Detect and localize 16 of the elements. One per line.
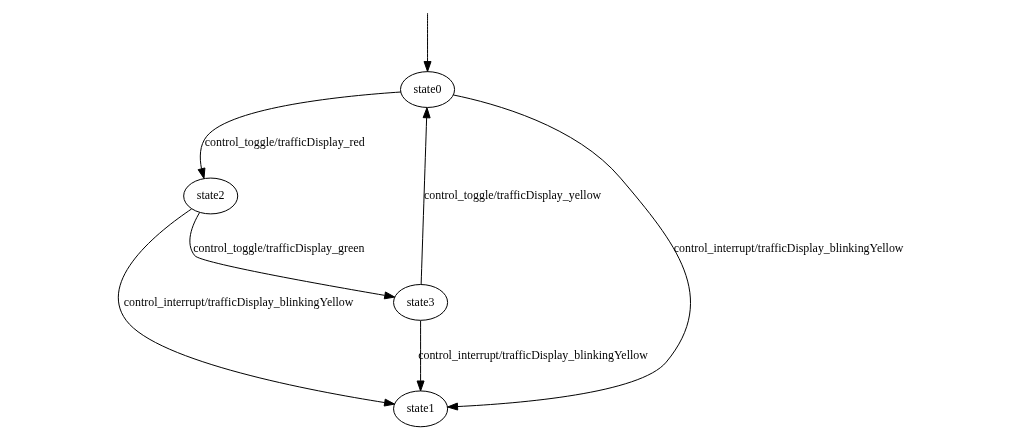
arrow [197,91,402,179]
arrow [416,320,425,392]
node-ellipse: state0 [400,71,456,108]
arrow [447,94,691,411]
arrow [420,107,431,285]
node-ellipse: state2 [183,177,239,215]
arrow [189,212,396,300]
arrow [423,12,432,72]
edge-label: control_interrupt/trafficDisplay_blinkingYellow [123,294,354,309]
arrow [117,208,396,407]
edge-label: control_toggle/trafficDisplay_yellow [423,188,602,203]
node-ellipse: state3 [393,284,449,321]
edge-label: control_toggle/trafficDisplay_red [204,134,365,149]
edge-label: control_interrupt/trafficDisplay_blinkingYellow [673,241,904,256]
edge-label: control_toggle/trafficDisplay_green [193,241,365,256]
node-ellipse: state1 [393,390,449,428]
